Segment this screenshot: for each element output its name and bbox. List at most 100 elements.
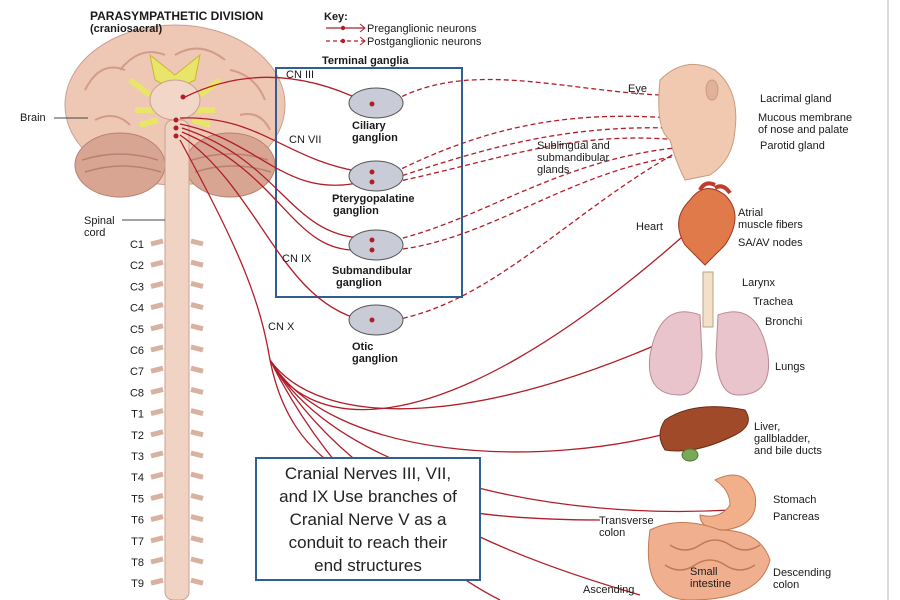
legend: Key: Preganglionic neurons Postganglioni… <box>324 11 482 48</box>
heart-shape <box>678 188 736 266</box>
spinal-label-2: cord <box>84 227 105 239</box>
vertebra-label: T1 <box>131 409 144 421</box>
legend-heading: Key: <box>324 11 348 23</box>
vertebra-label: T4 <box>131 472 144 484</box>
vertebra-label: C7 <box>130 366 144 378</box>
otic-ganglion-shape <box>348 304 404 336</box>
vertebra-process <box>150 535 204 544</box>
liver-shape <box>659 406 749 452</box>
spinal-label-1: Spinal <box>84 215 115 227</box>
legend-postganglionic: Postganglionic neurons <box>367 36 482 48</box>
head-shape <box>658 63 737 181</box>
submandibular-label-1: Submandibular <box>332 265 413 277</box>
diagram-title: PARASYMPATHETIC DIVISION <box>90 9 263 23</box>
vertebra-label: T7 <box>131 536 144 548</box>
mucous-label-2: of nose and palate <box>758 124 849 136</box>
callout-text: Cranial Nerves III, VII, and IX Use bran… <box>279 463 457 575</box>
right-lung-shape <box>715 311 770 396</box>
liver-label-1: Liver, <box>754 421 780 433</box>
sublingual-label-3: glands <box>537 164 570 176</box>
vertebra-process <box>150 408 204 417</box>
pancreas-label: Pancreas <box>773 511 820 523</box>
liver-label-2: gallbladder, <box>754 433 810 445</box>
ciliary-label-1: Ciliary <box>352 120 387 132</box>
vertebra-process <box>150 556 204 565</box>
pterygopalatine-label-1: Pterygopalatine <box>332 193 415 205</box>
vertebra-label: C1 <box>130 239 144 251</box>
vertebra-process <box>150 577 204 586</box>
vertebra-process <box>150 429 204 438</box>
organ-illustrations <box>647 63 771 600</box>
vertebra-label: C6 <box>130 345 144 357</box>
atrial-label-1: Atrial <box>738 207 763 219</box>
sublingual-label-2: submandibular <box>537 152 609 164</box>
parotid-label: Parotid gland <box>760 140 825 152</box>
submandibular-ganglion-shape <box>348 229 404 261</box>
vertebra-process <box>150 280 204 289</box>
vertebra-label: C2 <box>130 260 144 272</box>
liver-label-3: and bile ducts <box>754 445 822 457</box>
transverse-label-2: colon <box>599 527 625 539</box>
sa-av-label: SA/AV nodes <box>738 237 803 249</box>
vertebra-label: C3 <box>130 281 144 293</box>
brain-illustration <box>64 24 286 198</box>
stomach-shape <box>699 474 757 531</box>
transverse-label-1: Transverse <box>599 515 654 527</box>
submandibular-label-2: ganglion <box>336 277 382 289</box>
small-intestine-label-1: Small <box>690 566 718 578</box>
vertebra-label: C8 <box>130 387 144 399</box>
vertebra-process <box>150 471 204 480</box>
vertebra-process <box>150 259 204 268</box>
vertebra-process <box>150 514 204 523</box>
vertebra-label: T9 <box>131 578 144 590</box>
vertebra-process <box>150 492 204 501</box>
vertebra-process <box>150 386 204 395</box>
vertebra-label: T6 <box>131 515 144 527</box>
cn7-label: CN VII <box>289 134 321 146</box>
descending-label-2: colon <box>773 579 799 591</box>
pterygopalatine-label-2: ganglion <box>333 205 379 217</box>
ciliary-ganglion-shape <box>348 87 404 119</box>
vertebra-label: T3 <box>131 451 144 463</box>
cn9-label: CN IX <box>282 253 312 265</box>
vertebra-label: T8 <box>131 557 144 569</box>
bronchi-label: Bronchi <box>765 316 802 328</box>
callout-box: Cranial Nerves III, VII, and IX Use bran… <box>255 457 481 581</box>
vertebra-label: T5 <box>131 493 144 505</box>
lungs-label: Lungs <box>775 361 805 373</box>
larynx-label: Larynx <box>742 277 776 289</box>
spinal-cord <box>150 119 204 600</box>
intestine-shape <box>647 522 771 600</box>
small-intestine-label-2: intestine <box>690 578 731 590</box>
otic-label-1: Otic <box>352 341 373 353</box>
lacrimal-label: Lacrimal gland <box>760 93 832 105</box>
mucous-label-1: Mucous membrane <box>758 112 852 124</box>
ciliary-label-2: ganglion <box>352 132 398 144</box>
eye-label: Eye <box>628 83 647 95</box>
heart-label: Heart <box>636 221 663 233</box>
terminal-ganglia-label: Terminal ganglia <box>322 55 409 67</box>
brain-label: Brain <box>20 112 46 124</box>
vertebra-process <box>150 365 204 374</box>
ganglia <box>173 87 404 336</box>
diagram-subtitle: (craniosacral) <box>90 23 162 35</box>
vertebra-process <box>150 302 204 311</box>
pterygopalatine-ganglion-shape <box>348 160 404 192</box>
cn3-label: CN III <box>286 69 314 81</box>
vertebra-process <box>150 323 204 332</box>
ascending-label: Ascending <box>583 584 634 596</box>
trachea-label: Trachea <box>753 296 794 308</box>
sublingual-label-1: Sublingual and <box>537 140 610 152</box>
vertebra-label: C5 <box>130 324 144 336</box>
otic-label-2: ganglion <box>352 353 398 365</box>
terminal-ganglia-box <box>275 67 463 298</box>
left-lung-shape <box>648 311 703 396</box>
atrial-label-2: muscle fibers <box>738 219 803 231</box>
stomach-label: Stomach <box>773 494 816 506</box>
vertebra-label: C4 <box>130 303 144 315</box>
vertebra-process <box>150 344 204 353</box>
vertebra-process <box>150 450 204 459</box>
cn10-label: CN X <box>268 321 295 333</box>
